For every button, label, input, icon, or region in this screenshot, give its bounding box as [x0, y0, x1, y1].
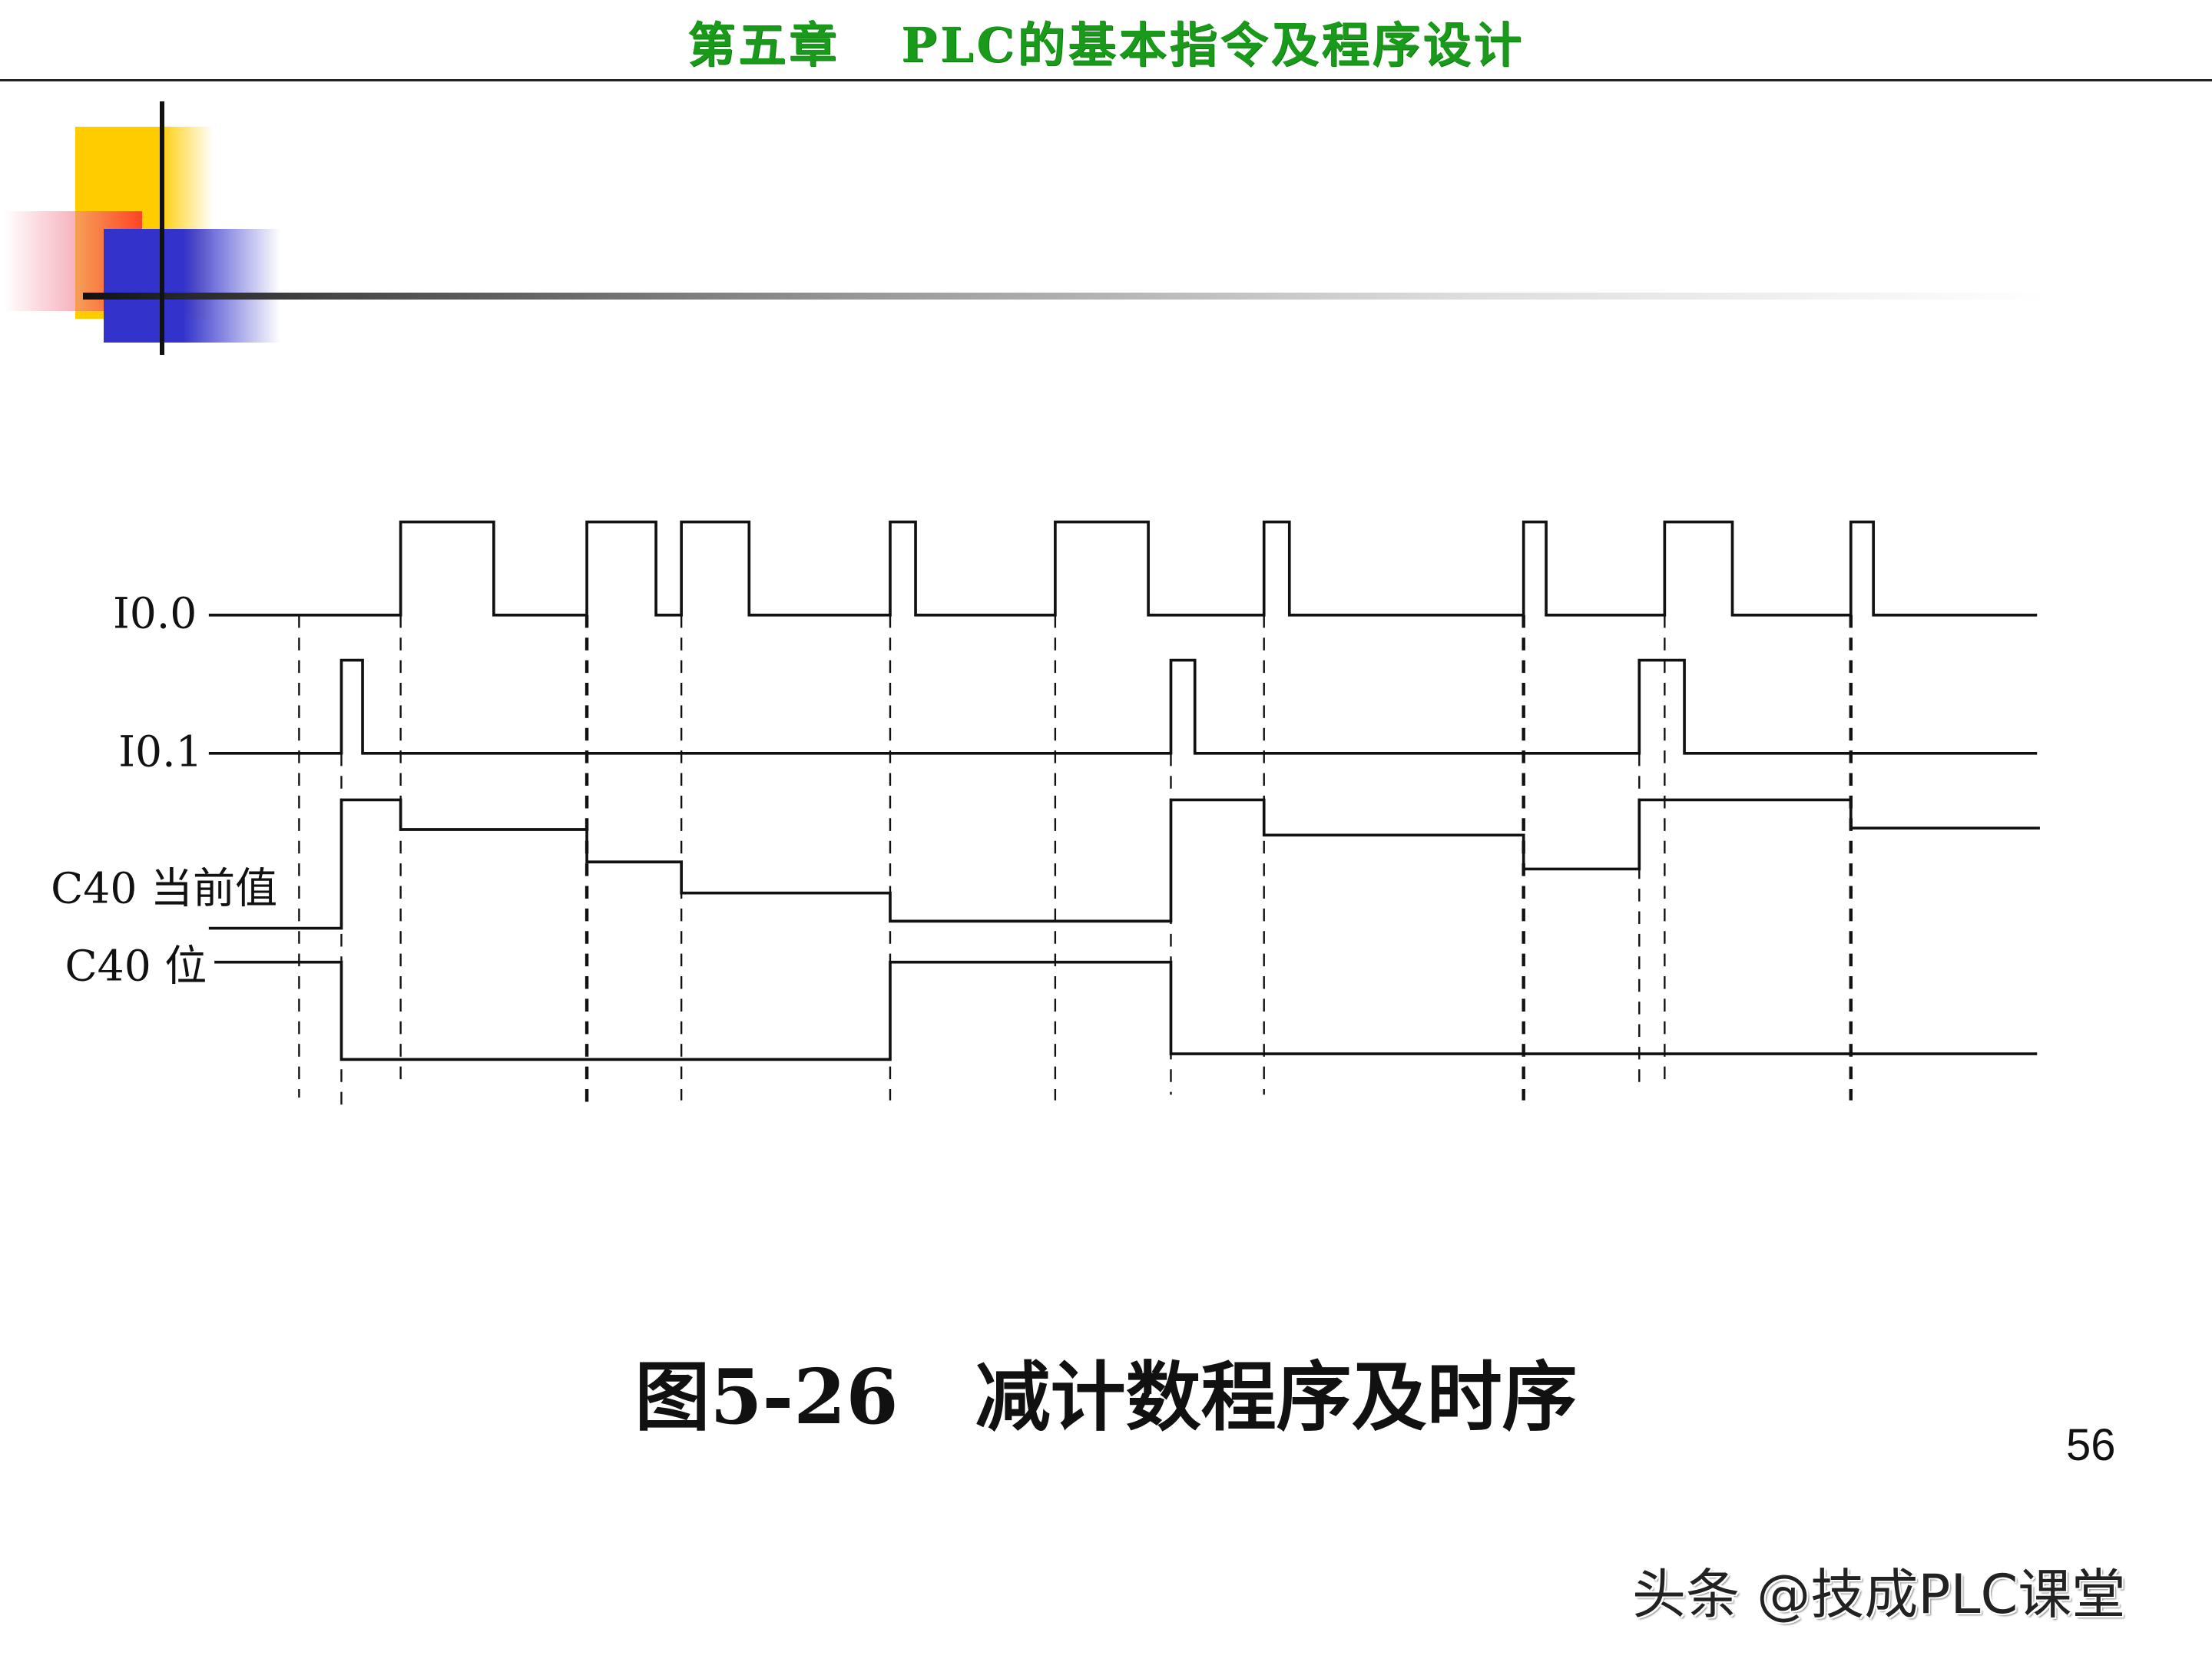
chapter-name: PLC的基本指令及程序设计	[901, 17, 1525, 73]
label-i01: I0.1	[118, 727, 202, 776]
chapter-number: 第五章	[687, 17, 840, 73]
label-i00: I0.0	[113, 588, 197, 637]
waveforms	[208, 520, 2040, 1061]
waveform-c40-bit	[214, 960, 2038, 1061]
chapter-title: 第五章 PLC的基本指令及程序设计	[0, 6, 2212, 75]
watermark: 头条 @技成PLC课堂	[1632, 1563, 2126, 1626]
waveform-i00	[208, 520, 2038, 617]
slide-decoration	[0, 100, 2074, 361]
figure-caption: 图5-26 减计数程序及时序	[0, 1336, 2212, 1445]
label-c40-current-value: C40 当前值	[51, 864, 277, 913]
decoration-blue-square	[104, 229, 280, 343]
header-divider	[0, 79, 2212, 81]
waveform-c40-current-value	[208, 798, 2040, 930]
waveform-i01	[208, 658, 2038, 755]
dashed-guide-lines	[298, 614, 1853, 1112]
figure-title: 减计数程序及时序	[975, 1353, 1578, 1442]
decoration-horizontal-bar	[83, 293, 2049, 300]
decoration-vertical-bar	[160, 101, 164, 355]
figure-number: 图5-26	[634, 1353, 899, 1442]
page-number: 56	[2066, 1420, 2116, 1470]
signal-labels: I0.0 I0.1 C40 当前值 C40 位	[51, 588, 277, 990]
label-c40-bit: C40 位	[65, 942, 207, 991]
